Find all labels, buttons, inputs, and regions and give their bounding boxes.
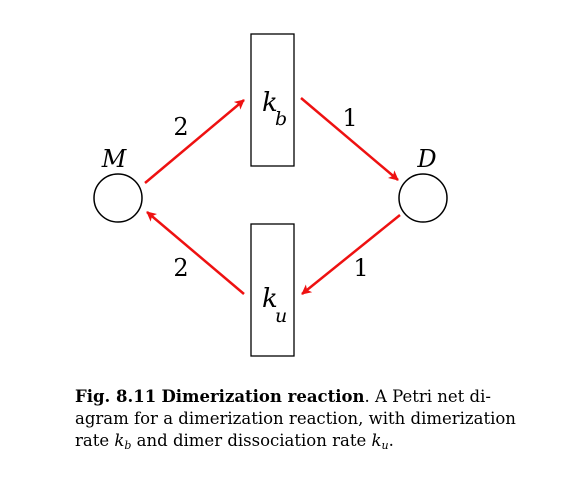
figure-caption: Fig. 8.11 Dimerization reaction. A Petri… <box>75 386 535 457</box>
caption-line-3-end: . <box>388 431 394 450</box>
caption-fig-label: Fig. 8.11 <box>75 387 157 406</box>
arc-weight-ku-to-m: 2 <box>173 254 188 282</box>
place-m-label: M <box>101 145 128 173</box>
place-d-circle <box>398 173 448 223</box>
arc-d-to-ku <box>301 214 401 295</box>
arc-kb-to-d <box>300 97 399 181</box>
arc-weight-kb-to-d: 1 <box>342 104 357 132</box>
caption-line-1-rest: . A Petri net di- <box>364 387 491 406</box>
place-m-circle <box>93 173 143 223</box>
transition-kb-subscript: b <box>275 108 287 130</box>
caption-ku-subscript: u <box>381 439 389 452</box>
transition-ku-symbol: k <box>262 284 278 314</box>
arc-m-to-kb <box>144 99 245 184</box>
transition-ku-box <box>250 223 295 357</box>
petri-net-diagram: M D k b k u 2 1 1 2 <box>93 33 448 357</box>
place-d-label: D <box>416 145 436 173</box>
caption-line-1: Fig. 8.11 Dimerization reaction. A Petri… <box>75 386 535 408</box>
caption-kb-subscript: b <box>124 439 132 452</box>
caption-kb-symbol: k <box>114 431 125 450</box>
caption-ku-symbol: k <box>371 431 382 450</box>
transition-ku-subscript: u <box>275 305 287 327</box>
arc-weight-d-to-ku: 1 <box>353 254 368 282</box>
arc-ku-to-m <box>146 211 245 295</box>
caption-title: Dimerization reaction <box>161 387 365 406</box>
arc-weight-m-to-kb: 2 <box>173 113 188 141</box>
transition-kb-box <box>250 33 295 167</box>
caption-line-3-b: and dimer dissociation rate <box>131 431 372 450</box>
transition-kb-symbol: k <box>262 88 278 118</box>
caption-line-3: rate kb and dimer dissociation rate ku. <box>75 430 535 457</box>
caption-line-2: agram for a dimerization reaction, with … <box>75 409 516 428</box>
caption-line-3-a: rate <box>75 431 115 450</box>
